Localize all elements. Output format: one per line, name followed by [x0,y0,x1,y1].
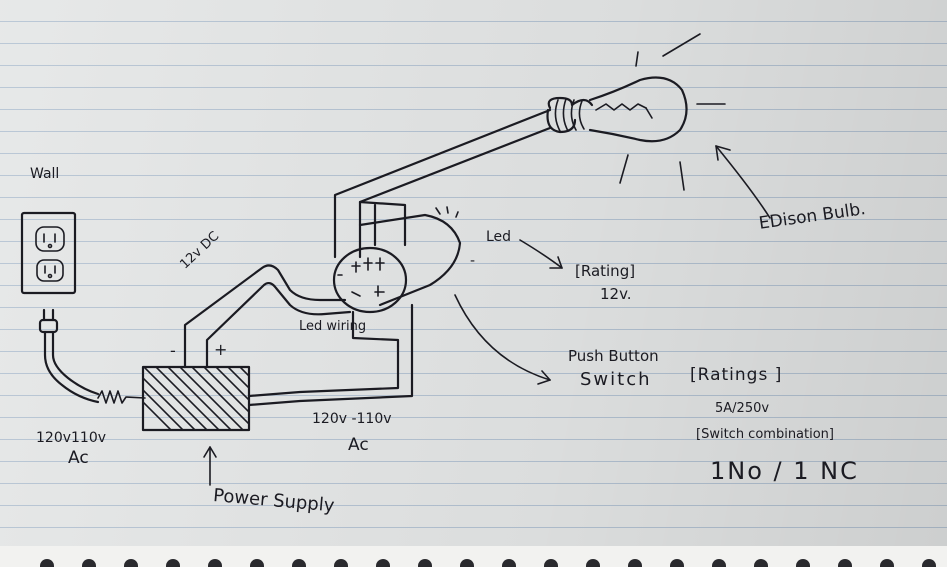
edison-bulb [546,33,726,191]
binding-hole [334,559,348,567]
mains-left-voltage: 120v110v [36,430,107,446]
binding-hole [376,559,390,567]
binding-hole [166,559,180,567]
led-minus-label: - [470,253,476,269]
binding-hole [124,559,138,567]
binding-hole [292,559,306,567]
binding-hole [82,559,96,567]
binding-hole [670,559,684,567]
binding-hole [544,559,558,567]
push-button-label-line2: Switch [580,369,652,390]
binding-hole [460,559,474,567]
led-wiring-label: Led wiring [299,319,367,334]
annotation-arrows [203,145,771,486]
binding-hole [712,559,726,567]
dc-wires [183,264,352,369]
binding-hole [628,559,642,567]
dc-plus-label: + [214,340,228,359]
ratings-heading: [Ratings ] [690,365,783,385]
switch-combination-heading: [Switch combination] [696,427,834,442]
ratings-value: 5A/250v [715,401,770,416]
binding-hole [922,559,936,567]
wall-label: Wall [30,166,60,182]
binding-hole [880,559,894,567]
binding-hole [754,559,768,567]
binding-hole [208,559,222,567]
mains-right-voltage: 120v -110v [312,411,392,427]
spiral-binding [0,546,947,567]
binding-hole [418,559,432,567]
ac-wires [247,303,414,407]
binding-hole [502,559,516,567]
bulb-wires [333,108,552,259]
push-button-switch [332,206,462,314]
mains-left-ac: Ac [68,448,89,468]
mains-plug [38,308,146,404]
binding-hole [838,559,852,567]
binding-hole [586,559,600,567]
binding-hole [796,559,810,567]
led-label: Led [486,229,512,245]
dc-minus-label: - [170,341,176,360]
mains-right-ac: Ac [348,435,369,455]
led-rating-heading: [Rating] [575,262,636,280]
switch-combination-value: 1No / 1 NC [710,457,859,485]
push-button-label-line1: Push Button [568,347,659,365]
power-supply-box [141,365,251,432]
led-rating-value: 12v. [600,285,632,303]
wall-outlet [20,211,77,295]
binding-hole [40,559,54,567]
binding-hole [250,559,264,567]
